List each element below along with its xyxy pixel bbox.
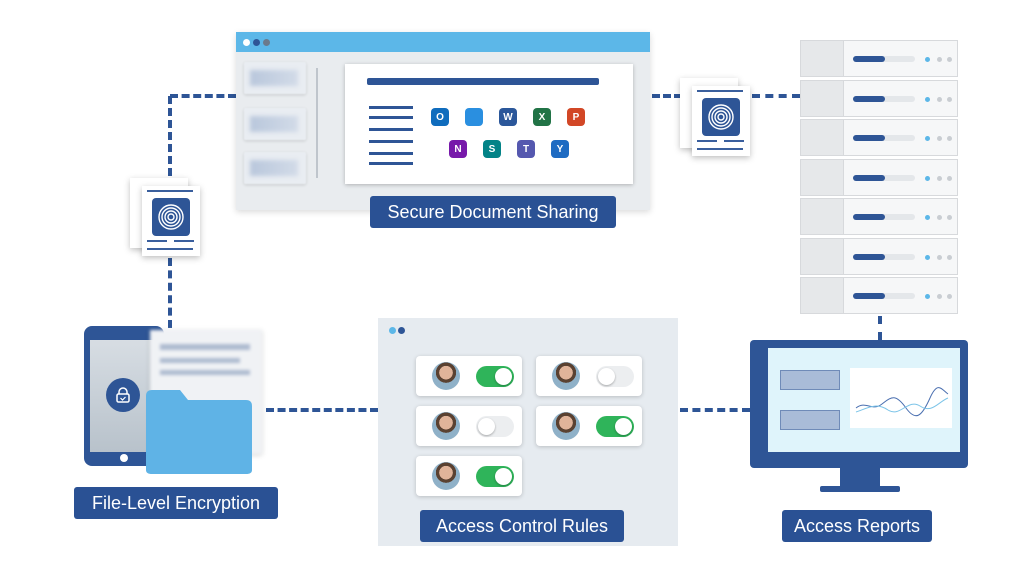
panel-dot-icon (398, 327, 405, 334)
server-unit (800, 237, 958, 275)
lock-icon (106, 378, 140, 412)
onedrive-icon (465, 108, 483, 126)
powerpoint-icon: P (567, 108, 585, 126)
word-icon: W (499, 108, 517, 126)
document-text-line (369, 116, 413, 119)
server-unit (800, 277, 958, 314)
connector-line (168, 258, 172, 328)
access-toggle[interactable] (476, 466, 514, 487)
avatar (432, 362, 460, 390)
window-dot-icon (263, 39, 270, 46)
document-text-line (369, 128, 413, 131)
fingerprint-icon (702, 98, 740, 136)
toggle-knob (598, 368, 615, 385)
server-unit (800, 79, 958, 117)
phone-home-button (120, 454, 128, 462)
teams-icon: T (517, 140, 535, 158)
fingerprint-document (142, 186, 200, 256)
monitor-base (820, 486, 900, 492)
fingerprint-icon (152, 198, 190, 236)
window-titlebar (236, 32, 650, 52)
connector-line (652, 94, 682, 98)
blurred-file-card (244, 152, 306, 184)
server-unit (800, 158, 958, 196)
access-toggle[interactable] (476, 366, 514, 387)
avatar (552, 362, 580, 390)
label-access-control-rules: Access Control Rules (420, 510, 624, 542)
scrollbar[interactable] (316, 68, 318, 178)
report-table (780, 370, 840, 390)
label-access-reports: Access Reports (782, 510, 932, 542)
toggle-knob (495, 468, 512, 485)
access-toggle[interactable] (596, 366, 634, 387)
excel-icon: X (533, 108, 551, 126)
connector-line (680, 408, 750, 412)
toggle-knob (478, 418, 495, 435)
fingerprint-document (692, 86, 750, 156)
connector-line (752, 94, 800, 98)
report-table (780, 410, 840, 430)
access-control-panel (378, 318, 678, 546)
sidebar (758, 348, 768, 452)
connector-line (266, 408, 378, 412)
sharepoint-icon: S (483, 140, 501, 158)
toggle-knob (615, 418, 632, 435)
label-file-level-encryption: File-Level Encryption (74, 487, 278, 519)
access-toggle[interactable] (596, 416, 634, 437)
outlook-icon: O (431, 108, 449, 126)
document-text-line (369, 162, 413, 165)
access-rule-tile (416, 406, 522, 446)
report-screen (758, 348, 960, 452)
toggle-knob (495, 368, 512, 385)
document-text-line (369, 140, 413, 143)
document-title-line (367, 78, 599, 85)
monitor (750, 340, 968, 468)
window-dot-icon (243, 39, 250, 46)
connector-line (170, 94, 236, 98)
access-toggle[interactable] (476, 416, 514, 437)
monitor-neck (840, 468, 880, 486)
server-unit (800, 40, 958, 77)
access-rule-tile (536, 406, 642, 446)
avatar (552, 412, 580, 440)
window-dot-icon (253, 39, 260, 46)
avatar (432, 412, 460, 440)
onenote-icon: N (449, 140, 467, 158)
folder-icon (142, 386, 254, 476)
server-unit (800, 119, 958, 156)
connector-line (168, 96, 172, 176)
report-chart (850, 368, 952, 428)
access-rule-tile (416, 456, 522, 496)
blurred-file-card (244, 108, 306, 140)
yammer-icon: Y (551, 140, 569, 158)
document-text-line (369, 106, 413, 109)
panel-dot-icon (389, 327, 396, 334)
server-unit (800, 198, 958, 235)
access-rule-tile (536, 356, 642, 396)
blurred-file-card (244, 62, 306, 94)
access-rule-tile (416, 356, 522, 396)
label-secure-document-sharing: Secure Document Sharing (370, 196, 616, 228)
connector-line (878, 316, 882, 340)
document-text-line (369, 152, 413, 155)
avatar (432, 462, 460, 490)
